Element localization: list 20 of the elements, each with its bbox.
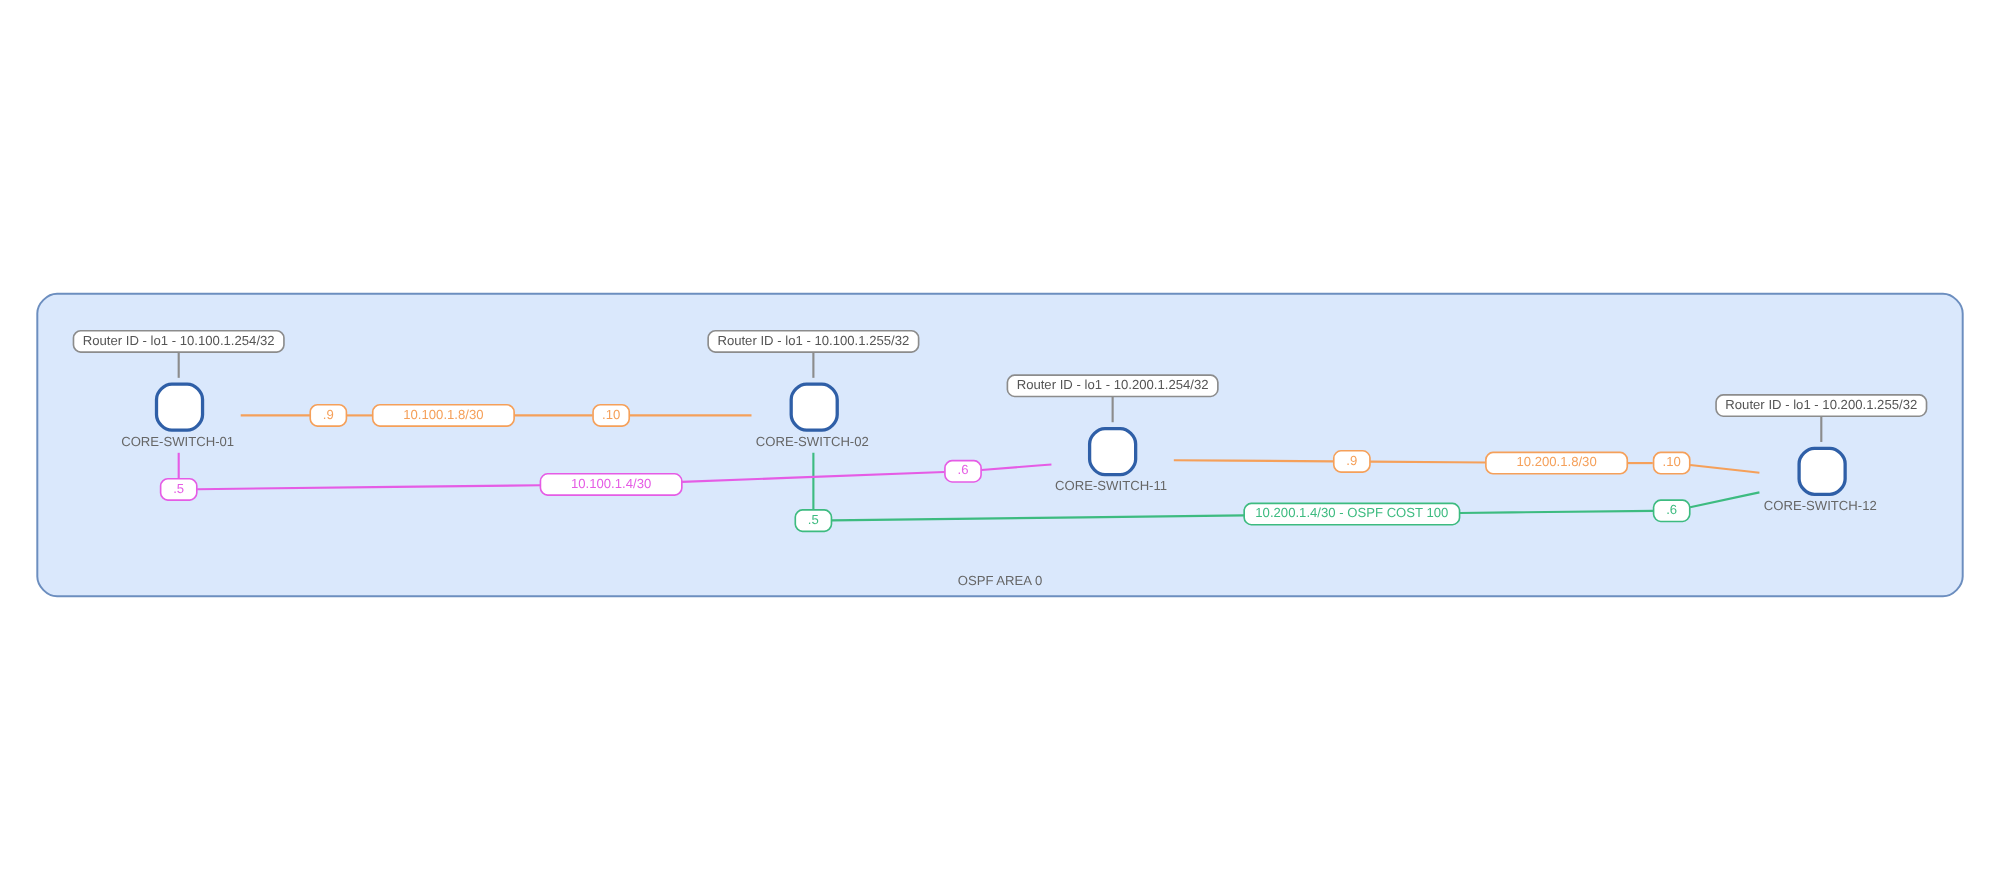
connector	[981, 463, 1052, 472]
connector	[1369, 460, 1486, 464]
connector	[1111, 396, 1114, 423]
connector	[1690, 463, 1760, 474]
connector	[1820, 416, 1823, 442]
connector	[629, 414, 752, 417]
connector	[1627, 462, 1653, 465]
connector	[240, 414, 311, 417]
connector	[682, 470, 945, 483]
connector	[812, 452, 815, 510]
connector	[831, 514, 1245, 522]
connector	[177, 352, 180, 378]
connector	[346, 414, 373, 417]
connector	[1689, 491, 1760, 509]
connector	[177, 452, 180, 479]
connector	[1173, 459, 1334, 463]
connector	[197, 484, 541, 491]
connector	[514, 414, 593, 417]
connector	[812, 352, 815, 378]
connector	[1459, 509, 1654, 515]
